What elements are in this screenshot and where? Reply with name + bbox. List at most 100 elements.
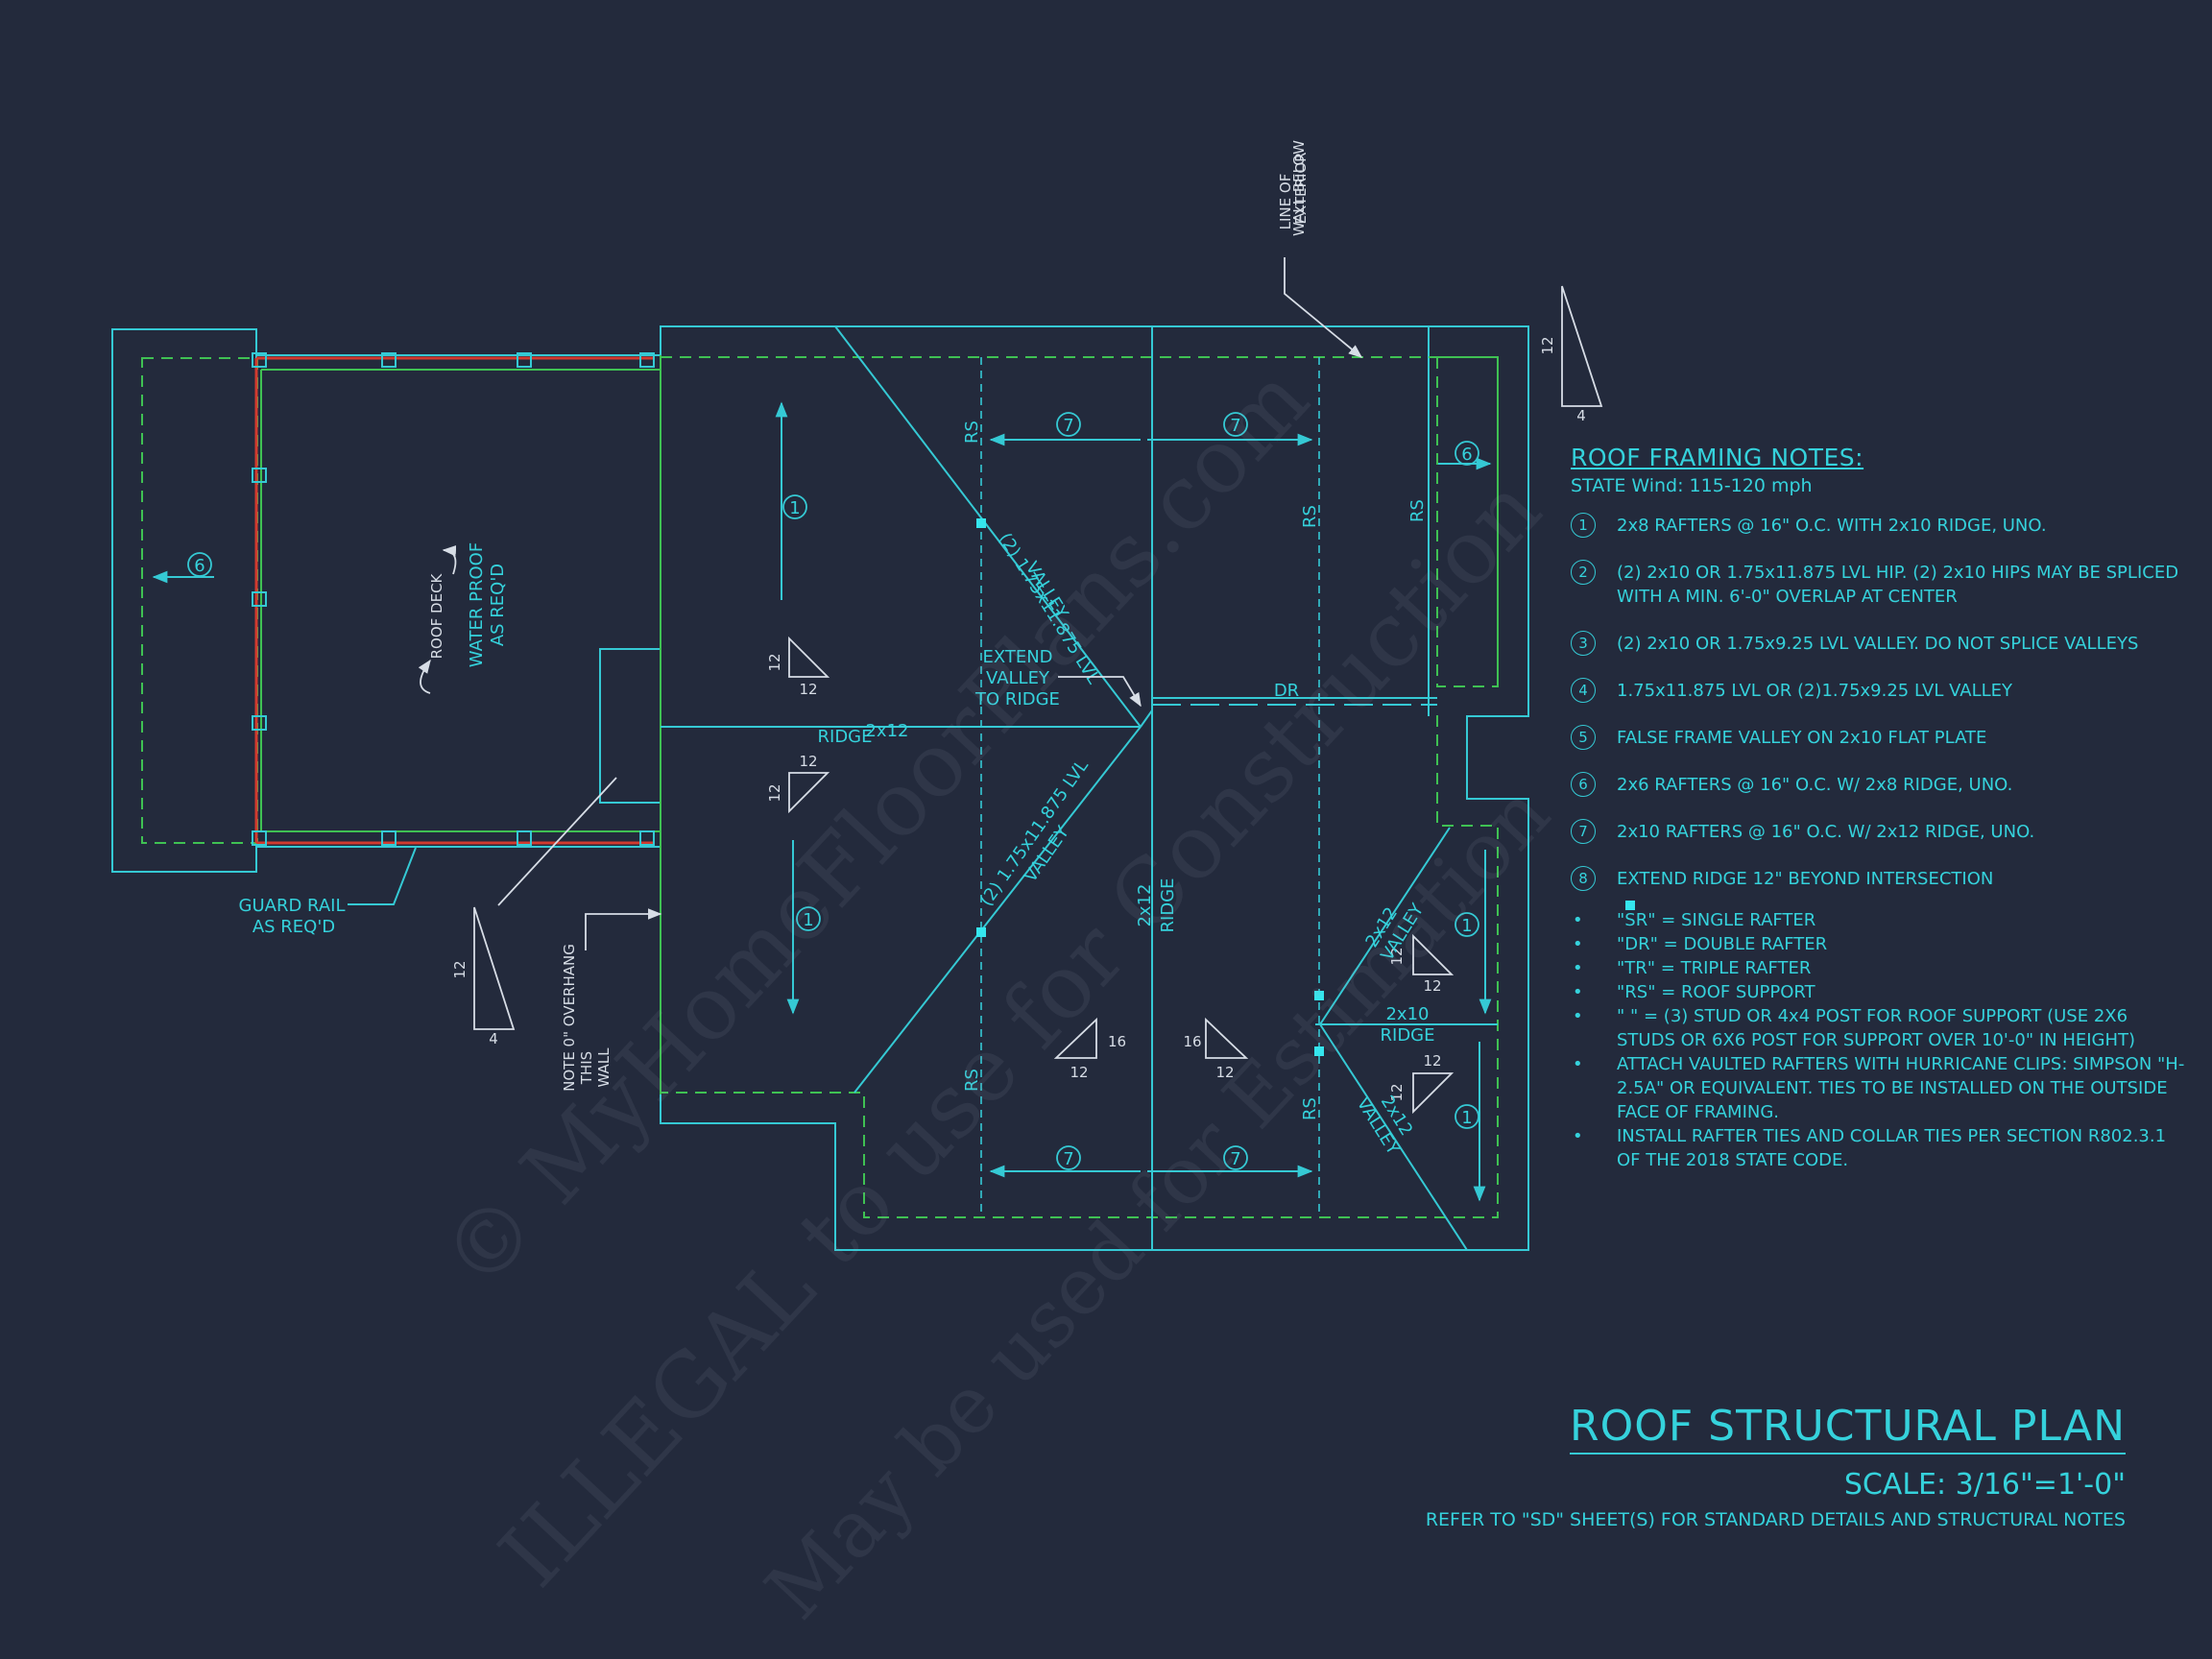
- notes-subtitle: STATE Wind: 115-120 mph: [1571, 475, 1813, 496]
- roof-support-lines: [980, 357, 1320, 1217]
- note-item: 3(2) 2x10 OR 1.75x9.25 LVL VALLEY. DO NO…: [1571, 631, 2185, 656]
- notes-bullet-list: "SR" = SINGLE RAFTER "DR" = DOUBLE RAFTE…: [1571, 908, 2185, 1172]
- bullet-item: "TR" = TRIPLE RAFTER: [1571, 956, 2185, 980]
- pitch-triangle-e: 12 12: [1388, 933, 1455, 995]
- guard-rail-label-2: AS REQ'D: [252, 917, 335, 937]
- svg-text:7: 7: [1063, 1149, 1073, 1169]
- svg-text:12: 12: [1215, 1064, 1234, 1081]
- note-mark: 1: [1571, 513, 1596, 538]
- deck-outline: [111, 328, 661, 873]
- pitch-triangle-c: 16 12: [1053, 1017, 1126, 1081]
- roof-deck-arrow-bottom: [418, 659, 431, 694]
- callout-7-b: 7: [1223, 412, 1248, 437]
- note-overhang-label-2: THIS: [578, 1051, 595, 1085]
- svg-text:7: 7: [1230, 1149, 1240, 1169]
- svg-text:12: 12: [1388, 1083, 1406, 1101]
- chimney-leader: [497, 777, 617, 906]
- svg-text:6: 6: [194, 556, 204, 576]
- note-mark: 8: [1571, 866, 1596, 891]
- svg-text:12: 12: [799, 681, 817, 698]
- svg-text:16: 16: [1183, 1033, 1201, 1050]
- note-mark: 5: [1571, 725, 1596, 750]
- guard-rail: [252, 352, 655, 846]
- pitch-triangle-large-right: 12 4: [1539, 285, 1603, 424]
- support-posts: [976, 518, 1635, 1056]
- svg-text:7: 7: [1230, 416, 1240, 436]
- note-mark: 4: [1571, 678, 1596, 703]
- pitch-triangle-large-left: 12 4: [451, 906, 516, 1047]
- bullet-item: " " = (3) STUD OR 4x4 POST FOR ROOF SUPP…: [1571, 1004, 2185, 1052]
- svg-text:16: 16: [1108, 1033, 1126, 1050]
- extend-valley-leader: [1058, 676, 1142, 708]
- callout-6-a: 6: [187, 552, 212, 577]
- svg-text:12: 12: [1423, 977, 1441, 995]
- guard-rail-label-1: GUARD RAIL: [239, 896, 346, 916]
- svg-text:12: 12: [766, 653, 783, 671]
- dr-label: DR: [1274, 681, 1299, 701]
- title-block: ROOF STRUCTURAL PLAN SCALE: 3/16"=1'-0" …: [1426, 1402, 2126, 1530]
- water-proof-label-2: AS REQ'D: [488, 564, 508, 646]
- bullet-item: INSTALL RAFTER TIES AND COLLAR TIES PER …: [1571, 1124, 2185, 1172]
- callout-1-c: 1: [1455, 912, 1479, 937]
- rs-label-e: RS: [1300, 1097, 1320, 1120]
- svg-text:6: 6: [1461, 445, 1472, 465]
- roof-framing-notes: ROOF FRAMING NOTES: STATE Wind: 115-120 …: [1571, 444, 2185, 1172]
- rs-label-a: RS: [962, 421, 982, 444]
- line-of-wall-label-3: EXTERIOR: [1292, 152, 1310, 224]
- pitch-triangle-a: 12 12: [766, 636, 830, 698]
- note-overhang-label-3: WALL: [595, 1047, 613, 1088]
- bullet-item: "SR" = SINGLE RAFTER: [1571, 908, 2185, 932]
- note-text: EXTEND RIDGE 12" BEYOND INTERSECTION: [1617, 869, 1994, 889]
- bullet-item: "DR" = DOUBLE RAFTER: [1571, 932, 2185, 956]
- svg-text:12: 12: [1423, 1052, 1441, 1070]
- note-text: (2) 2x10 OR 1.75x11.875 LVL HIP. (2) 2x1…: [1617, 563, 2179, 607]
- note-item: 8 EXTEND RIDGE 12" BEYOND INTERSECTION: [1571, 866, 2185, 891]
- pitch-triangle-b: 12 12: [766, 753, 830, 814]
- guard-rail-leader: [348, 847, 417, 905]
- note-item: 7 2x10 RAFTERS @ 16" O.C. W/ 2x12 RIDGE, …: [1571, 819, 2185, 844]
- svg-text:12: 12: [799, 753, 817, 770]
- callout-7-c: 7: [1056, 1145, 1081, 1170]
- svg-text:1: 1: [1461, 916, 1472, 936]
- ridge-2x10-label-a: 2x10: [1385, 1004, 1429, 1024]
- note-mark: 2: [1571, 560, 1596, 585]
- callout-1-b: 1: [796, 906, 821, 931]
- rafter-arrows: [152, 401, 1492, 1202]
- extend-valley-label-1: EXTEND: [982, 647, 1052, 667]
- svg-text:1: 1: [803, 910, 813, 930]
- line-of-wall-label-1: LINE OF: [1277, 174, 1294, 230]
- svg-text:4: 4: [489, 1030, 498, 1047]
- note-text: 2x10 RAFTERS @ 16" O.C. W/ 2x12 RIDGE, U…: [1617, 822, 2035, 842]
- svg-text:12: 12: [451, 960, 469, 978]
- main-roof-outline: [660, 325, 1529, 1251]
- svg-text:1: 1: [789, 498, 800, 518]
- svg-text:1: 1: [1461, 1108, 1472, 1128]
- ridge-label-bottom: RIDGE: [818, 727, 873, 747]
- ridge-label-top: 2x12: [865, 721, 908, 741]
- rs-label-c: RS: [1407, 499, 1428, 522]
- roof-deck-label: ROOF DECK: [428, 572, 445, 659]
- valley-lvl-label-bottom-a: (2) 1.75x11.875 LVL: [976, 757, 1093, 910]
- water-proof-label-1: WATER PROOF: [467, 542, 487, 667]
- bullet-item: ATTACH VAULTED RAFTERS WITH HURRICANE CL…: [1571, 1052, 2185, 1124]
- bullet-item: "RS" = ROOF SUPPORT: [1571, 980, 2185, 1004]
- svg-text:7: 7: [1063, 416, 1073, 436]
- callout-1-a: 1: [782, 494, 807, 519]
- extend-valley-label-2: VALLEY: [986, 668, 1050, 688]
- drawing-scale: SCALE: 3/16"=1'-0": [1843, 1468, 2126, 1502]
- refer-note: REFER TO "SD" SHEET(S) FOR STANDARD DETA…: [1425, 1509, 2126, 1530]
- drawing-title: ROOF STRUCTURAL PLAN: [1570, 1402, 2126, 1455]
- svg-text:12: 12: [1388, 947, 1406, 965]
- ridge-vertical-label-a: 2x12: [1135, 883, 1155, 926]
- ridge-2x10-label-b: RIDGE: [1381, 1025, 1435, 1046]
- note-mark: 7: [1571, 819, 1596, 844]
- double-rafter: [1152, 697, 1437, 706]
- pitch-triangle-d: 16 12: [1183, 1017, 1249, 1081]
- line-of-wall-label-2: WALL BELOW: [1290, 140, 1308, 236]
- roof-deck-arrow-top: [442, 544, 457, 575]
